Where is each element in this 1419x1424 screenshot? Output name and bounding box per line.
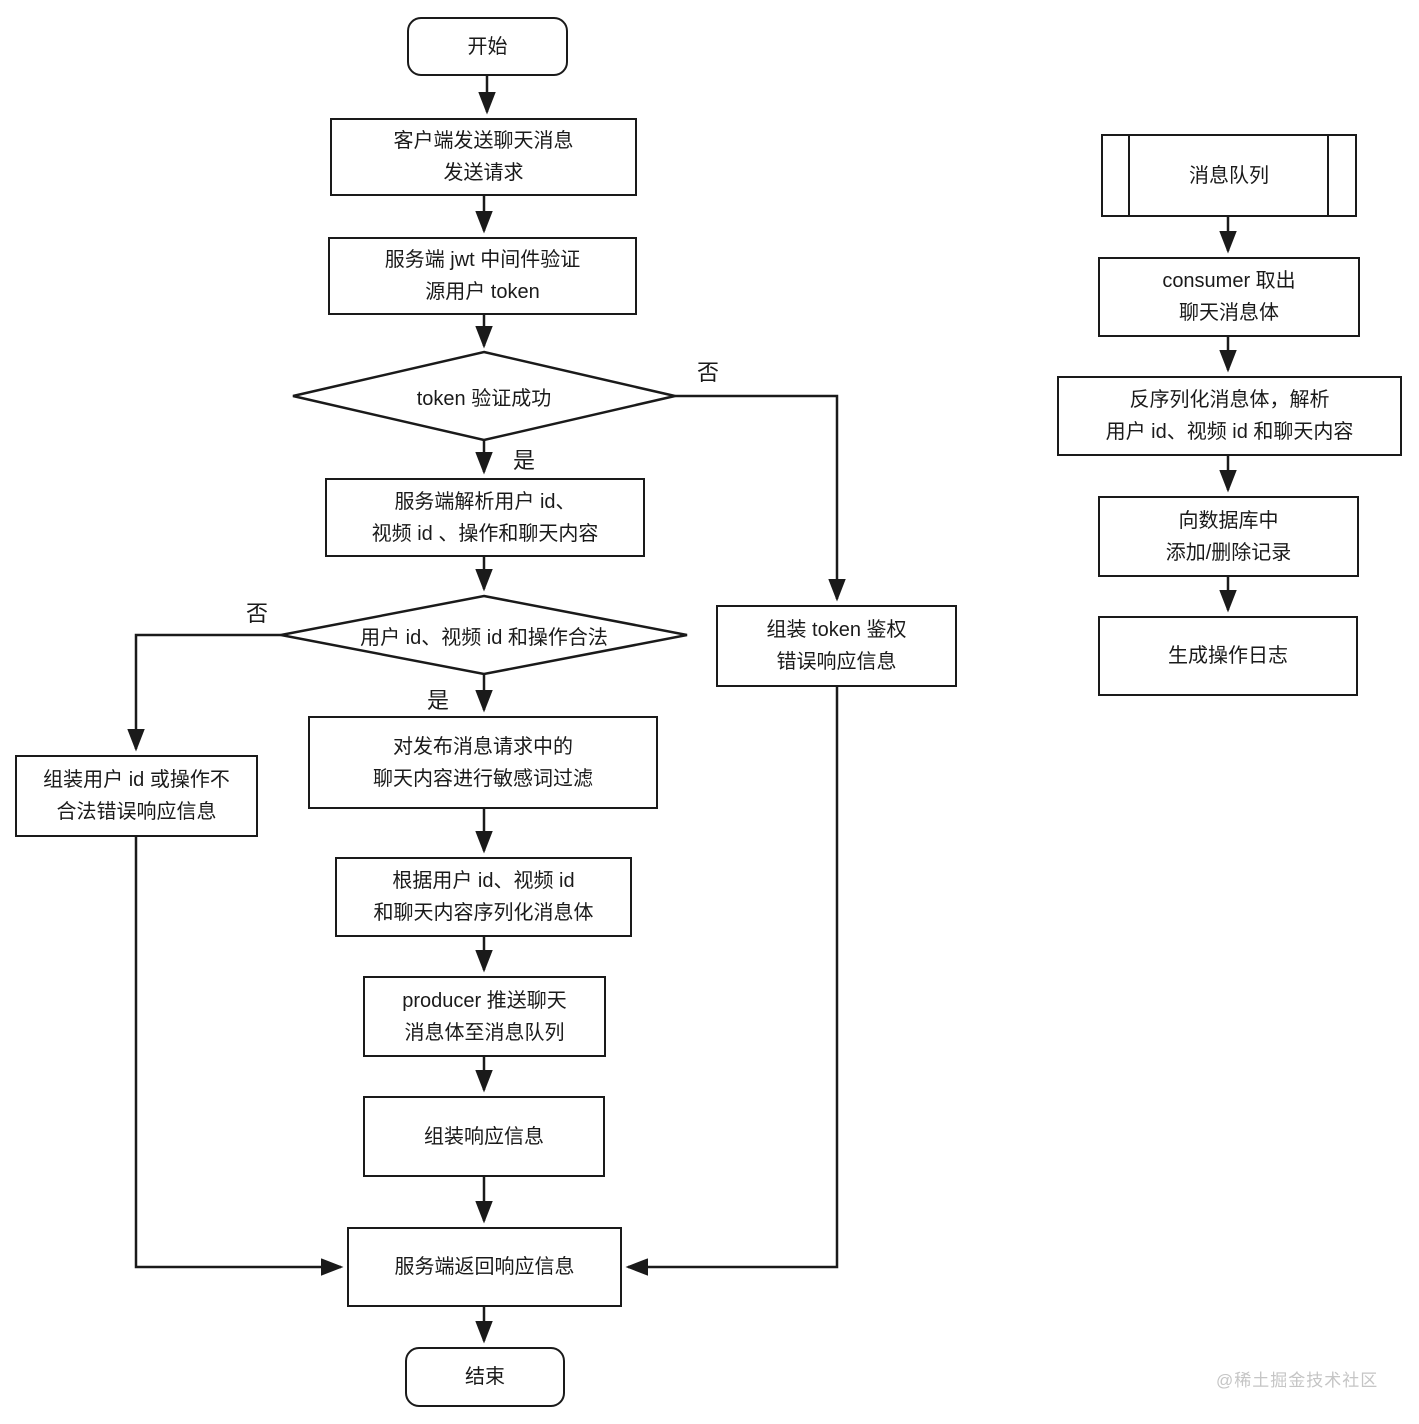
node-serialize: 根据用户 id、视频 id 和聊天内容序列化消息体 [335, 857, 632, 937]
node-producer-push-line1: producer 推送聊天 [402, 989, 567, 1012]
node-message-queue-label: 消息队列 [1189, 164, 1269, 187]
node-parse-user: 服务端解析用户 id、 视频 id 、操作和聊天内容 [325, 478, 645, 557]
decision-valid-check-label: 用户 id、视频 id 和操作合法 [360, 626, 608, 649]
edge-label-token-yes: 是 [513, 448, 536, 473]
node-parse-user-line1: 服务端解析用户 id、 [394, 490, 576, 513]
node-deserialize: 反序列化消息体，解析 用户 id、视频 id 和聊天内容 [1057, 376, 1402, 456]
node-gen-log-label: 生成操作日志 [1168, 645, 1288, 667]
node-client-request-line2: 发送请求 [443, 162, 524, 184]
edge-label-valid-yes: 是 [427, 688, 450, 713]
decision-token-check-label: token 验证成功 [416, 387, 552, 410]
node-consumer-take-line1: consumer 取出 [1162, 270, 1296, 292]
node-message-queue: 消息队列 [1101, 134, 1357, 217]
node-consumer-take-line2: 聊天消息体 [1179, 302, 1279, 324]
node-serialize-line2: 和聊天内容序列化消息体 [373, 902, 594, 924]
node-db-record-line2: 添加/删除记录 [1165, 541, 1292, 564]
node-token-error: 组装 token 鉴权 错误响应信息 [716, 605, 957, 687]
node-assemble-response-label: 组装响应信息 [424, 1125, 544, 1148]
arrow-token-error-to-return [625, 687, 839, 1276]
edge-label-token-no: 否 [697, 360, 720, 385]
node-serialize-line1: 根据用户 id、视频 id [392, 870, 575, 892]
node-end-label: 结束 [465, 1366, 505, 1388]
edge-label-valid-no: 否 [246, 601, 269, 626]
node-consumer-take: consumer 取出 聊天消息体 [1098, 257, 1360, 337]
node-producer-push: producer 推送聊天 消息体至消息队列 [363, 976, 606, 1057]
decision-token-check-shape [292, 350, 676, 442]
node-start-label: 开始 [467, 35, 508, 58]
node-invalid-error-line1: 组装用户 id 或操作不 [43, 769, 230, 791]
node-sensitive-filter-line2: 聊天内容进行敏感词过滤 [373, 767, 593, 790]
node-end: 结束 [405, 1347, 565, 1407]
arrow-valid-check-no [127, 633, 281, 752]
node-jwt-verify-line1: 服务端 jwt 中间件验证 [384, 249, 581, 271]
mq-left-bar [1128, 135, 1130, 216]
node-gen-log: 生成操作日志 [1098, 616, 1358, 696]
node-db-record-line1: 向数据库中 [1178, 509, 1279, 532]
node-invalid-error-line2: 合法错误响应信息 [56, 801, 217, 823]
arrow-invalid-error-to-return [134, 837, 344, 1276]
decision-valid-check-shape [280, 594, 688, 676]
node-invalid-error: 组装用户 id 或操作不 合法错误响应信息 [15, 755, 258, 837]
node-db-record: 向数据库中 添加/删除记录 [1098, 496, 1359, 577]
node-deserialize-line2: 用户 id、视频 id 和聊天内容 [1105, 421, 1354, 443]
node-token-error-line1: 组装 token 鉴权 [766, 619, 907, 641]
node-client-request-line1: 客户端发送聊天消息 [393, 130, 574, 152]
node-jwt-verify-line2: 源用户 token [425, 281, 540, 303]
watermark-text: @稀土掘金技术社区 [1216, 1371, 1379, 1390]
node-jwt-verify: 服务端 jwt 中间件验证 源用户 token [328, 237, 637, 315]
node-server-return-label: 服务端返回响应信息 [394, 1256, 575, 1278]
node-sensitive-filter: 对发布消息请求中的 聊天内容进行敏感词过滤 [308, 716, 658, 809]
node-producer-push-line2: 消息体至消息队列 [404, 1021, 565, 1044]
node-sensitive-filter-line1: 对发布消息请求中的 [393, 735, 573, 758]
node-client-request: 客户端发送聊天消息 发送请求 [330, 118, 637, 196]
arrow-token-check-no [675, 394, 846, 602]
node-parse-user-line2: 视频 id 、操作和聊天内容 [371, 522, 599, 545]
mq-right-bar [1327, 135, 1329, 216]
node-start: 开始 [407, 17, 568, 76]
node-server-return: 服务端返回响应信息 [347, 1227, 622, 1307]
node-token-error-line2: 错误响应信息 [776, 651, 897, 673]
node-assemble-response: 组装响应信息 [363, 1096, 605, 1177]
node-deserialize-line1: 反序列化消息体，解析 [1129, 389, 1330, 411]
